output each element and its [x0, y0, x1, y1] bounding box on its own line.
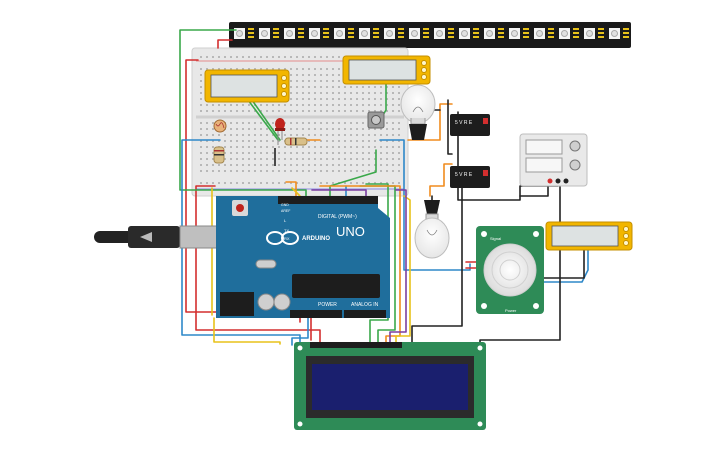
- led-strip-pixel: [609, 28, 629, 39]
- power-pins-label: POWER: [318, 302, 337, 308]
- light-bulb-top: [400, 84, 436, 140]
- led-strip: [229, 22, 631, 48]
- potentiometer: [367, 111, 385, 129]
- led-strip-pixel: [359, 28, 379, 39]
- led-strip-pixel: [509, 28, 529, 39]
- arduino-uno-board: ARDUINO UNO DIGITAL (PWM~) POWER ANALOG …: [216, 196, 390, 318]
- led-strip-pixel: [484, 28, 504, 39]
- display-module-right: [545, 221, 633, 251]
- tx-led-label: TX: [284, 228, 289, 233]
- resistor-2: [284, 137, 308, 146]
- led-strip-pixel: [534, 28, 554, 39]
- digital-pins-label: DIGITAL (PWM~): [318, 214, 357, 220]
- led-strip-cells: [234, 28, 629, 39]
- red-led: [275, 118, 285, 145]
- led-strip-pixel: [234, 28, 254, 39]
- led-strip-pixel: [309, 28, 329, 39]
- display-module-top-right: [342, 55, 431, 85]
- led-strip-pixel: [559, 28, 579, 39]
- rx-led-label: RX: [284, 236, 290, 241]
- arduino-brand-text: ARDUINO: [302, 236, 330, 242]
- l-led-label: L: [284, 218, 287, 223]
- pir-motion-sensor: Signal Power: [476, 226, 544, 314]
- lcd-16x2: [294, 342, 486, 430]
- power-supply: [519, 133, 588, 187]
- led-strip-pixel: [409, 28, 429, 39]
- light-bulb-bottom: [414, 200, 450, 259]
- pir-signal-label: Signal: [490, 236, 501, 241]
- resistor-1: [213, 146, 225, 164]
- arduino-model-text: UNO: [336, 224, 365, 239]
- gnd-label: GND: [281, 203, 289, 207]
- led-strip-pixel: [384, 28, 404, 39]
- aref-label: AREF: [281, 209, 290, 213]
- led-strip-pixel: [284, 28, 304, 39]
- relay-top-label: 5 V R E: [455, 120, 473, 126]
- led-strip-pixel: [334, 28, 354, 39]
- display-module-left: [204, 69, 290, 103]
- led-strip-pixel: [434, 28, 454, 39]
- pir-power-label: Power: [505, 308, 517, 313]
- relay-bottom: 5 V R E: [450, 166, 490, 188]
- relay-bottom-label: 5 V R E: [455, 172, 473, 178]
- led-strip-pixel: [259, 28, 279, 39]
- analog-pins-label: ANALOG IN: [351, 302, 379, 308]
- led-strip-pixel: [459, 28, 479, 39]
- photoresistor: [213, 119, 227, 133]
- relay-top: 5 V R E: [450, 114, 490, 136]
- led-strip-pixel: [584, 28, 604, 39]
